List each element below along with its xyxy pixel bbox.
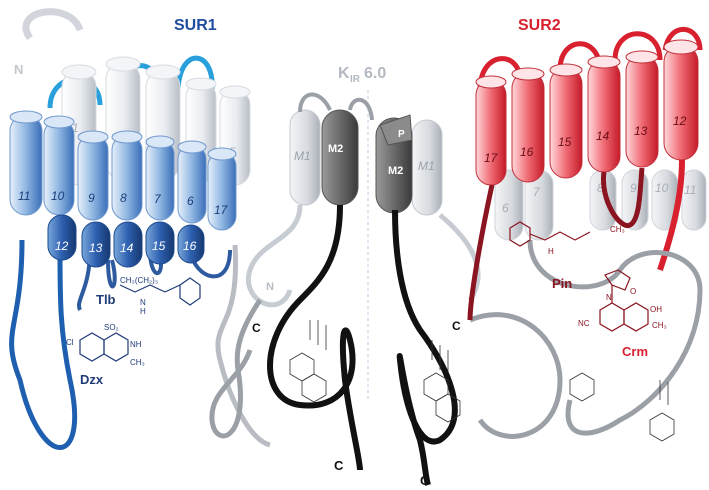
- helix-label: 10: [655, 181, 669, 195]
- crm-o: O: [630, 287, 636, 296]
- helix-sur2-12: [664, 45, 698, 160]
- kir-right-c-loop: [395, 210, 455, 485]
- helix-label: 10: [51, 189, 65, 203]
- kir-c-right: C: [452, 319, 461, 333]
- dzx-so2: SO₂: [104, 323, 119, 332]
- dzx-cl: Cl: [66, 338, 74, 347]
- helix-sur2-13: [626, 55, 658, 167]
- sur2-title: SUR2: [518, 17, 561, 34]
- helix-sur2-11: [682, 170, 706, 230]
- ligand-crm-label: Crm: [622, 344, 648, 359]
- helix-sur1-6: [178, 145, 206, 223]
- kir-m1-label: M1: [294, 149, 311, 163]
- helix-label: 9: [88, 191, 95, 205]
- ligand-pin-label: Pin: [552, 276, 572, 291]
- kir-c-bottom-right: C: [420, 473, 430, 488]
- tlb-formula: CH₃(CH₂)₃: [120, 276, 158, 285]
- kir-c-bottom-left: C: [334, 458, 344, 473]
- helix-label: 6: [502, 201, 509, 215]
- helix-label: 11: [684, 183, 696, 197]
- tlb-structure: CH₃(CH₂)₃ N H: [120, 276, 200, 316]
- pin-ch3: CH₃: [610, 225, 625, 234]
- kir-n-label: N: [266, 281, 274, 293]
- helix-sur1-17: [208, 152, 236, 230]
- sur2-group: SUR2 6 7 8 9 10 11 17 16: [470, 17, 706, 441]
- helix-label: 15: [152, 239, 166, 253]
- helix-sur2-14: [588, 60, 620, 172]
- sur1-linker-loop: [218, 245, 270, 445]
- sur1-n-label: N: [14, 62, 23, 77]
- pin-h: H: [548, 247, 554, 256]
- kir-title-main: K: [338, 65, 350, 82]
- dzx-ch3: CH₃: [130, 358, 145, 367]
- kir-title-sub: IR: [350, 74, 361, 85]
- helix-label: 8: [120, 191, 127, 205]
- ligand-dzx-label: Dzx: [80, 372, 104, 387]
- helix-sur2-16: [512, 72, 544, 182]
- helix-label: 15: [558, 135, 572, 149]
- kir-title-suffix: 6.0: [364, 65, 386, 82]
- helix-label: 16: [520, 145, 534, 159]
- helix-label: 16: [183, 239, 197, 253]
- sur1-lower-helices: 12 13 14 15 16: [48, 215, 204, 267]
- kir-left-c-loop: [270, 205, 360, 470]
- helix-label: 13: [634, 124, 648, 138]
- tlb-n: N: [140, 298, 146, 307]
- kir-m1-right-label: M1: [418, 159, 435, 173]
- helix-label: 11: [18, 189, 30, 203]
- kir-grey-right-connector: [470, 315, 560, 437]
- kir-m2-left-label: M2: [328, 143, 343, 155]
- kir-c-left: C: [252, 321, 261, 335]
- helix-label: 17: [484, 151, 499, 165]
- nucleotide-sketch-left: [290, 320, 326, 402]
- helix-label: 12: [673, 114, 687, 128]
- helix-label: 6: [187, 194, 194, 208]
- crm-n: N: [606, 293, 612, 302]
- helix-sur1-12: [48, 215, 76, 260]
- helix-sur2-17: [476, 80, 506, 185]
- helix-label: 14: [120, 241, 134, 255]
- tlb-h: H: [140, 307, 146, 316]
- ligand-tlb-label: Tlb: [96, 292, 116, 307]
- helix-sur1-8: [112, 135, 142, 220]
- helix-sur2-15: [550, 68, 582, 178]
- crm-nc: NC: [578, 319, 590, 328]
- dzx-structure: Cl SO₂ NH CH₃: [66, 323, 145, 367]
- helix-label: 14: [596, 129, 610, 143]
- kir-n-loop: [248, 205, 300, 305]
- sur1-n-loop: [26, 12, 80, 38]
- dzx-nh: NH: [130, 340, 142, 349]
- helix-label: 9: [630, 181, 637, 195]
- helix-label: 17: [214, 203, 229, 217]
- crm-oh: OH: [650, 305, 662, 314]
- crm-structure: O OH CH₃ N NC: [578, 270, 667, 331]
- helix-label: 13: [89, 241, 103, 255]
- helix-kir-m2-left: [322, 110, 358, 205]
- helix-label: 12: [55, 239, 69, 253]
- kir-m2-right-label: M2: [388, 165, 403, 177]
- kir-group: K IR 6.0 M1 M1 M2 M2 P N C C C C: [212, 65, 560, 488]
- sur1-title: SUR1: [174, 17, 217, 34]
- kir-p-label: P: [398, 129, 405, 140]
- helix-sur1-9: [78, 135, 108, 220]
- crm-ch3: CH₃: [652, 321, 667, 330]
- helix-sur1-7: [146, 140, 174, 220]
